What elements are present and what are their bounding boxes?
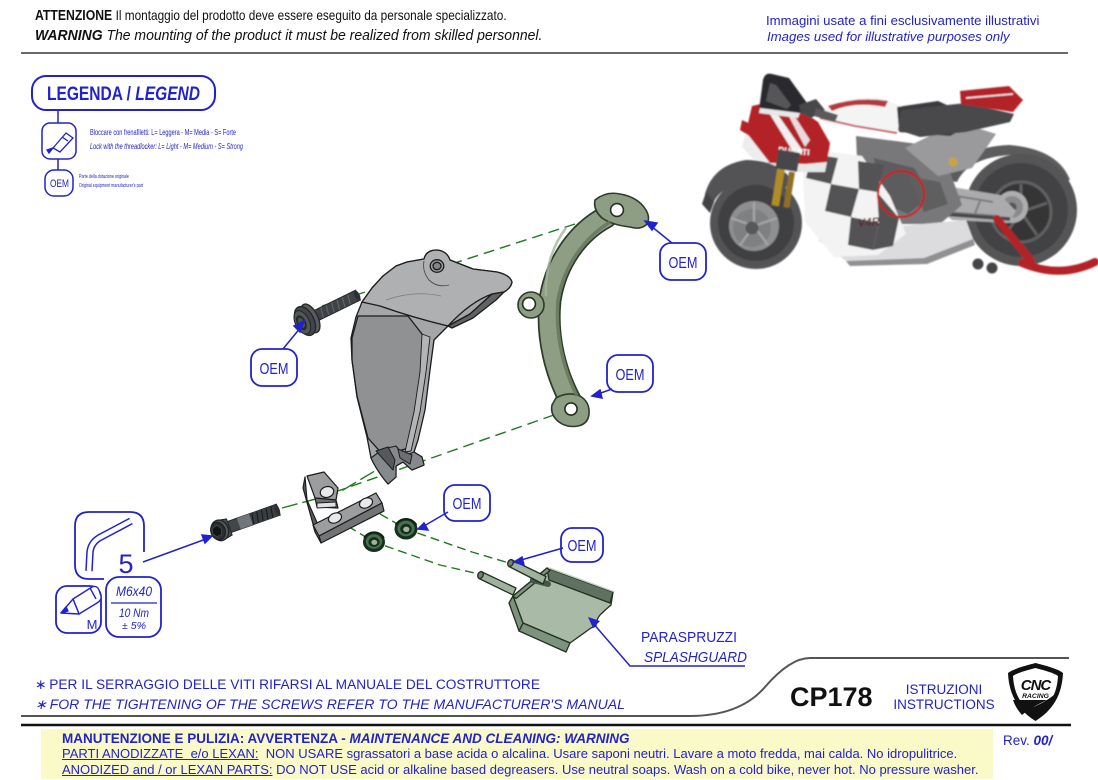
- svg-text:INSTRUCTIONS: INSTRUCTIONS: [893, 697, 994, 712]
- svg-text:OEM: OEM: [669, 255, 698, 272]
- svg-text:OEM: OEM: [453, 496, 482, 513]
- svg-text:RACING: RACING: [1022, 693, 1050, 700]
- svg-text:Bloccare con frenafiletti: L=: Bloccare con frenafiletti: L= Leggera - …: [90, 128, 236, 137]
- svg-text:M: M: [87, 617, 98, 632]
- svg-text:5: 5: [118, 549, 133, 579]
- svg-text:∗ FOR THE TIGHTENING OF THE SC: ∗ FOR THE TIGHTENING OF THE SCREWS REFER…: [35, 697, 625, 712]
- svg-text:V4R: V4R: [857, 216, 881, 230]
- svg-text:± 5%: ± 5%: [122, 621, 146, 632]
- svg-text:Lock with the threadlocker: L=: Lock with the threadlocker: L= Light - M…: [90, 142, 243, 151]
- svg-text:ISTRUZIONI: ISTRUZIONI: [906, 682, 983, 697]
- svg-text:Rev. 00/: Rev. 00/: [1003, 733, 1054, 748]
- svg-text:OEM: OEM: [568, 538, 597, 555]
- svg-text:10 Nm: 10 Nm: [119, 606, 149, 620]
- svg-text:PARASPRUZZI: PARASPRUZZI: [641, 629, 737, 646]
- svg-text:∗ PER IL SERRAGGIO DELLE VITI: ∗ PER IL SERRAGGIO DELLE VITI RIFARSI AL…: [35, 677, 540, 692]
- svg-text:OEM: OEM: [616, 367, 645, 384]
- svg-text:CP178: CP178: [790, 682, 873, 712]
- svg-text:CNC: CNC: [1021, 677, 1053, 694]
- svg-text:LEGENDA / LEGEND: LEGENDA / LEGEND: [47, 84, 200, 105]
- svg-text:Original equipment manufacture: Original equipment manufacturer's part: [79, 183, 143, 189]
- svg-text:Parte della dotazione original: Parte della dotazione originale: [79, 174, 129, 180]
- svg-text:OEM: OEM: [50, 178, 69, 190]
- svg-text:SPLASHGUARD: SPLASHGUARD: [644, 649, 747, 666]
- svg-text:OEM: OEM: [260, 361, 289, 378]
- svg-text:M6x40: M6x40: [116, 583, 152, 599]
